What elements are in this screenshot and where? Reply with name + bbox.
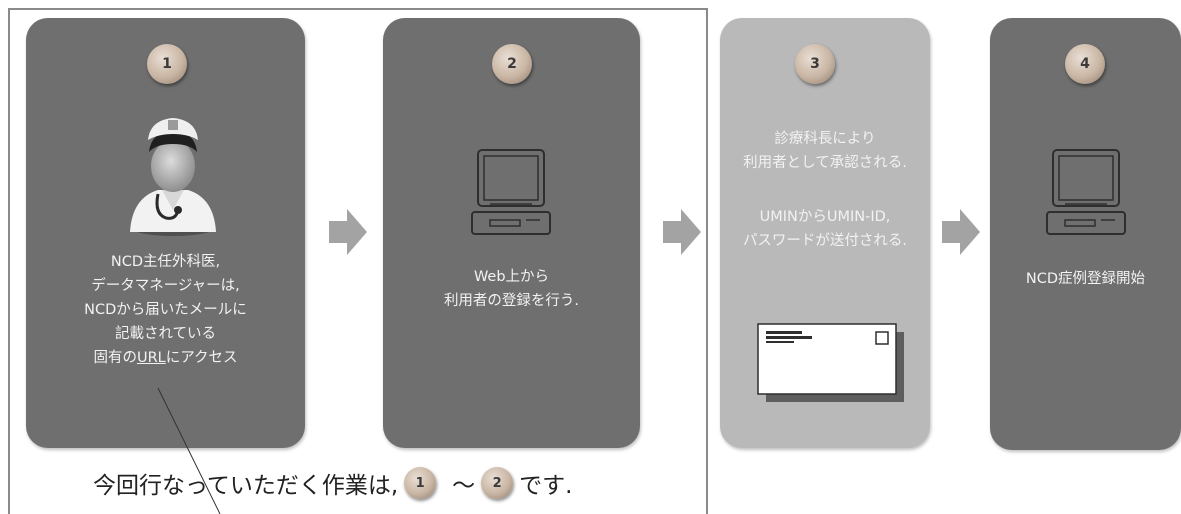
step2-text-line-1: Web上から bbox=[473, 269, 550, 285]
step1-url-link[interactable]: URL bbox=[136, 350, 166, 366]
step-card-3: 3 診療科長により 利用者として承認される. UMINからUMIN-ID, パス… bbox=[720, 18, 930, 448]
step1-text-line-2: データマネージャーは, bbox=[91, 278, 240, 294]
arrow-right-icon bbox=[663, 209, 701, 255]
step-card-1: 1 NCD主任外科医, データマネージャーは, NCDから届いたメールに 記載さ… bbox=[26, 18, 305, 448]
step1-text-line-1: NCD主任外科医, bbox=[110, 254, 221, 270]
doctor-icon bbox=[130, 118, 216, 236]
step1-url-suffix: にアクセス bbox=[165, 350, 238, 366]
step4-text-line-1: NCD症例登録開始 bbox=[1025, 271, 1146, 287]
footer-tilde: ～ bbox=[452, 473, 476, 499]
step-number-badge-1: 1 bbox=[147, 44, 187, 84]
footer-badge-end: 2 bbox=[481, 467, 514, 499]
step-card-4: 4 NCD症例登録開始 bbox=[990, 18, 1181, 450]
steps-1-2-frame bbox=[8, 8, 708, 514]
step1-url-prefix: 固有の bbox=[93, 350, 137, 366]
computer-icon bbox=[1046, 149, 1126, 235]
step-card-2: 2 Web上から 利用者の登録を行う. bbox=[383, 18, 640, 448]
step3-text-line-2: 利用者として承認される. bbox=[743, 155, 907, 171]
arrow-right-icon bbox=[329, 209, 367, 255]
computer-icon bbox=[471, 149, 551, 235]
step1-text-line-3: NCDから届いたメールに bbox=[84, 302, 247, 318]
step-number-badge-4: 4 bbox=[1065, 44, 1105, 84]
step3-text-line-1: 診療科長により bbox=[774, 131, 876, 147]
step3-text-line-4: パスワードが送付される. bbox=[742, 233, 908, 249]
footer-sentence: 今回行なっていただく作業は, 1 ～ 2 です. bbox=[93, 466, 572, 500]
envelope-icon bbox=[757, 323, 904, 402]
footer-badge-start: 1 bbox=[404, 467, 437, 499]
step2-text-line-2: 利用者の登録を行う. bbox=[443, 293, 580, 309]
step-number-badge-3: 3 bbox=[795, 44, 835, 84]
arrow-right-icon bbox=[942, 209, 980, 255]
step3-text-line-3: UMINからUMIN-ID, bbox=[759, 209, 891, 225]
footer-prefix: 今回行なっていただく作業は, bbox=[93, 473, 399, 499]
step1-text-line-4: 記載されている bbox=[114, 326, 217, 342]
step-number-badge-2: 2 bbox=[492, 44, 532, 84]
step1-text-line-5: 固有のURLにアクセス bbox=[26, 346, 305, 370]
footer-suffix: です. bbox=[519, 473, 573, 499]
